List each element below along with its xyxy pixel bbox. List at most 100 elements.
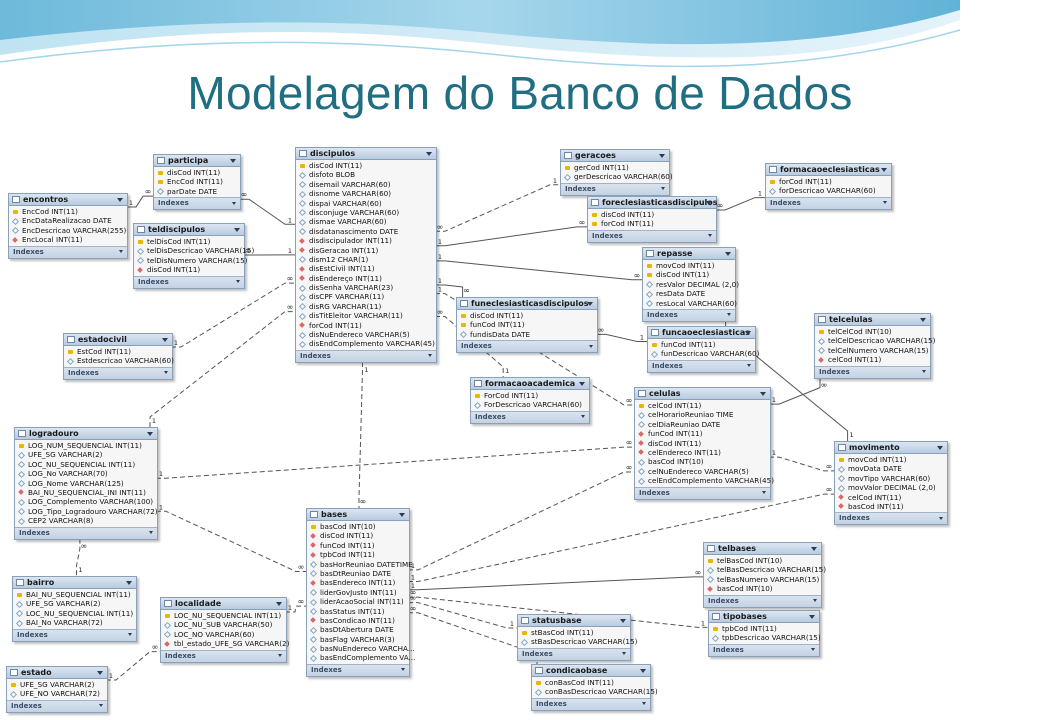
collapse-arrow-icon[interactable] <box>725 252 731 256</box>
column-row[interactable]: funCod INT(11) <box>307 541 409 550</box>
column-row[interactable]: basDtAbertura DATE <box>307 625 409 634</box>
indexes-footer[interactable]: Indexes <box>154 197 240 210</box>
column-row[interactable]: movData DATE <box>835 464 947 473</box>
column-row[interactable]: basHorReuniao DATETIME <box>307 560 413 569</box>
column-row[interactable]: BAI_NU_SEQUENCIAL_INI INT(11) <box>15 488 157 497</box>
column-row[interactable]: disnome VARCHAR(60) <box>296 189 436 198</box>
column-row[interactable]: UFE_NO VARCHAR(72) <box>7 689 107 698</box>
column-row[interactable]: conBasDescricao VARCHAR(15) <box>532 687 658 696</box>
table-header[interactable]: formacaoeclesiasticas <box>766 164 891 176</box>
column-row[interactable]: telBasCod INT(10) <box>704 556 821 565</box>
expand-arrow-icon[interactable] <box>236 280 240 284</box>
indexes-footer[interactable]: Indexes <box>518 647 630 660</box>
column-row[interactable]: LOC_NO VARCHAR(60) <box>161 630 286 639</box>
column-row[interactable]: telDisNumero VARCHAR(15) <box>134 256 247 265</box>
table-header[interactable]: telcelulas <box>815 314 930 326</box>
column-row[interactable]: funDescricao VARCHAR(60) <box>648 349 759 358</box>
column-row[interactable]: resValor DECIMAL (2,0) <box>643 280 739 289</box>
column-row[interactable]: tpbCod INT(11) <box>709 624 819 633</box>
expand-arrow-icon[interactable] <box>747 364 751 368</box>
table-header[interactable]: condicaobase <box>532 665 650 677</box>
column-row[interactable]: funCod INT(11) <box>457 320 597 329</box>
collapse-arrow-icon[interactable] <box>760 392 766 396</box>
column-row[interactable]: LOG_NUM_SEQUENCIAL INT(11) <box>15 441 157 450</box>
column-row[interactable]: LOC_NU_SEQUENCIAL INT(11) <box>13 609 136 618</box>
indexes-footer[interactable]: Indexes <box>835 512 947 525</box>
column-row[interactable]: BAI_NU_SEQUENCIAL INT(11) <box>13 590 136 599</box>
expand-arrow-icon[interactable] <box>727 313 731 317</box>
collapse-arrow-icon[interactable] <box>234 228 240 232</box>
column-row[interactable]: UFE_SG VARCHAR(2) <box>15 450 157 459</box>
table-header[interactable]: estadocivil <box>64 334 172 346</box>
column-row[interactable]: dism12 CHAR(1) <box>296 255 436 264</box>
expand-arrow-icon[interactable] <box>581 415 585 419</box>
indexes-footer[interactable]: Indexes <box>134 275 244 288</box>
column-row[interactable]: tpbCod INT(11) <box>307 550 409 559</box>
indexes-footer[interactable]: Indexes <box>296 349 436 362</box>
column-row[interactable]: EncCod INT(11) <box>9 207 127 216</box>
table-header[interactable]: celulas <box>635 388 770 400</box>
column-row[interactable]: CEP2 VARCHAR(8) <box>15 516 157 525</box>
indexes-footer[interactable]: Indexes <box>704 594 821 607</box>
expand-arrow-icon[interactable] <box>708 234 712 238</box>
table-header[interactable]: geracoes <box>561 150 669 162</box>
collapse-arrow-icon[interactable] <box>881 168 887 172</box>
indexes-footer[interactable]: Indexes <box>635 486 770 499</box>
table-header[interactable]: bairro <box>13 577 136 589</box>
collapse-arrow-icon[interactable] <box>937 446 943 450</box>
indexes-footer[interactable]: Indexes <box>648 359 755 372</box>
collapse-arrow-icon[interactable] <box>579 382 585 386</box>
table-header[interactable]: movimento <box>835 442 947 454</box>
collapse-arrow-icon[interactable] <box>640 669 646 673</box>
expand-arrow-icon[interactable] <box>401 668 405 672</box>
column-row[interactable]: EncCod INT(11) <box>154 177 240 186</box>
column-row[interactable]: disCod INT(11) <box>154 168 240 177</box>
column-row[interactable]: stBasCod INT(11) <box>518 628 630 637</box>
collapse-arrow-icon[interactable] <box>97 671 103 675</box>
column-row[interactable]: disCod INT(11) <box>134 265 244 274</box>
indexes-footer[interactable]: Indexes <box>13 628 136 641</box>
column-row[interactable]: liderAcaoSocial INT(11) <box>307 597 409 606</box>
column-row[interactable]: forCod INT(11) <box>588 219 716 228</box>
column-row[interactable]: basStatus INT(11) <box>307 607 409 616</box>
column-row[interactable]: EncLocal INT(11) <box>9 235 127 244</box>
column-row[interactable]: forDescricao VARCHAR(60) <box>766 186 891 195</box>
indexes-footer[interactable]: Indexes <box>643 308 735 321</box>
table-header[interactable]: tipobases <box>709 611 819 623</box>
column-row[interactable]: funCod INT(11) <box>648 340 755 349</box>
column-row[interactable]: movCod INT(11) <box>643 261 735 270</box>
indexes-footer[interactable]: Indexes <box>307 663 409 676</box>
column-row[interactable]: disCod INT(11) <box>307 531 409 540</box>
column-row[interactable]: disemail VARCHAR(60) <box>296 180 436 189</box>
table-header[interactable]: discipulos <box>296 148 436 160</box>
collapse-arrow-icon[interactable] <box>706 201 712 205</box>
expand-arrow-icon[interactable] <box>622 652 626 656</box>
column-row[interactable]: disTitEleitor VARCHAR(11) <box>296 311 436 320</box>
column-row[interactable]: disSenha VARCHAR(23) <box>296 283 436 292</box>
column-row[interactable]: disCod INT(11) <box>635 439 770 448</box>
collapse-arrow-icon[interactable] <box>659 154 665 158</box>
table-header[interactable]: estado <box>7 667 107 679</box>
column-row[interactable]: EstCod INT(11) <box>64 347 172 356</box>
table-header[interactable]: encontros <box>9 194 127 206</box>
collapse-arrow-icon[interactable] <box>426 152 432 156</box>
column-row[interactable]: LOC_NU_SUB VARCHAR(50) <box>161 620 286 629</box>
collapse-arrow-icon[interactable] <box>745 331 751 335</box>
column-row[interactable]: disCPF VARCHAR(11) <box>296 292 436 301</box>
column-row[interactable]: celHorarioReuniao TIME <box>635 410 770 419</box>
indexes-footer[interactable]: Indexes <box>588 229 716 242</box>
column-row[interactable]: disCod INT(11) <box>296 161 436 170</box>
expand-arrow-icon[interactable] <box>428 354 432 358</box>
column-row[interactable]: BAI_No VARCHAR(72) <box>13 618 136 627</box>
column-row[interactable]: basCod INT(10) <box>307 522 409 531</box>
column-row[interactable]: resData DATE <box>643 289 735 298</box>
table-header[interactable]: telbases <box>704 543 821 555</box>
expand-arrow-icon[interactable] <box>762 491 766 495</box>
